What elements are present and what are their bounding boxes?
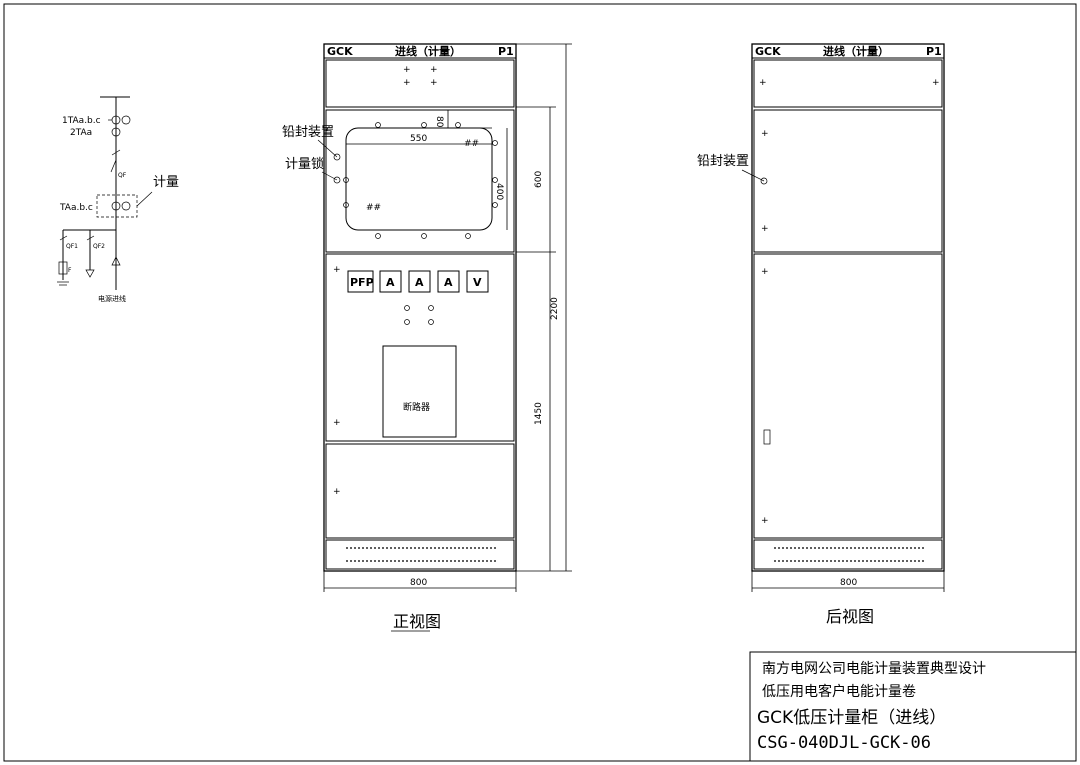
schematic-caption: 电源进线	[98, 294, 126, 303]
front-view-cabinet: GCK 进线（计量） P1 ++ ++ ## ## 550 400 80 铅封装…	[282, 43, 572, 632]
ct2-label: 2TAa	[70, 128, 92, 138]
front-seal-label: 铅封装置	[282, 125, 334, 140]
title-line3: GCK低压计量柜（进线）	[757, 708, 946, 728]
svg-text:+: +	[403, 78, 411, 88]
window-width-dim: 550	[410, 134, 427, 144]
rear-header-center: 进线（计量）	[823, 44, 889, 58]
front-meter-lock-label: 计量锁	[285, 156, 324, 172]
drawing-border	[3, 3, 1077, 762]
lower-height-dim: 1450	[534, 402, 544, 425]
svg-text:+: +	[761, 267, 769, 277]
meter-a-1: A	[386, 276, 395, 289]
front-width-dim: 800	[410, 578, 427, 588]
svg-text:+: +	[333, 487, 341, 497]
svg-text:+: +	[430, 65, 438, 75]
rear-view-caption: 后视图	[826, 607, 874, 626]
rear-view-cabinet: GCK 进线（计量） P1 + + + + 铅封装置 + + 800 后视图	[697, 43, 945, 626]
meter-pfp: PFP	[350, 276, 374, 289]
rear-width-dim: 800	[840, 578, 857, 588]
ct1-label: 1TAa.b.c	[62, 116, 101, 126]
section-height-dim: 600	[534, 171, 544, 188]
window-offset-dim: 80	[434, 116, 444, 128]
svg-text:+: +	[333, 265, 341, 275]
breaker-box	[382, 345, 457, 438]
svg-text:+: +	[333, 418, 341, 428]
svg-text:+: +	[430, 78, 438, 88]
meter-row: PFP A A A V	[347, 270, 489, 293]
rear-header-left: GCK	[755, 45, 781, 58]
svg-text:##: ##	[366, 203, 381, 213]
qf1-label: QF1	[66, 243, 78, 250]
rear-seal-label: 铅封装置	[697, 154, 749, 169]
svg-text:+: +	[761, 129, 769, 139]
qf2-label: QF2	[93, 243, 105, 250]
ta-label: TAa.b.c	[59, 203, 93, 213]
title-line1: 南方电网公司电能计量装置典型设计	[762, 661, 986, 677]
title-line2: 低压用电客户电能计量卷	[762, 683, 916, 700]
meter-a-2: A	[415, 276, 424, 289]
svg-text:+: +	[759, 78, 767, 88]
breaker-label: 断路器	[403, 401, 430, 413]
window-height-dim: 400	[494, 183, 504, 200]
svg-text:+: +	[403, 65, 411, 75]
front-view-caption: 正视图	[393, 612, 441, 631]
single-line-schematic: 1TAa.b.c 2TAa QF 计量 TAa.b.c QF1 QF2 F 电源…	[57, 96, 179, 303]
metering-label: 计量	[153, 175, 179, 190]
qf-label: QF	[118, 172, 127, 179]
title-block: 南方电网公司电能计量装置典型设计 低压用电客户电能计量卷 GCK低压计量柜（进线…	[749, 651, 1077, 762]
front-header-left: GCK	[327, 45, 353, 58]
svg-text:+: +	[761, 516, 769, 526]
total-height-dim: 2200	[550, 297, 560, 320]
rear-header-right: P1	[926, 45, 942, 58]
svg-text:+: +	[932, 78, 940, 88]
front-header-right: P1	[498, 45, 514, 58]
meter-a-3: A	[444, 276, 453, 289]
meter-v: V	[473, 276, 482, 289]
front-header-center: 进线（计量）	[395, 44, 461, 58]
f-label: F	[68, 267, 72, 274]
svg-text:+: +	[761, 224, 769, 234]
title-line4: CSG-040DJL-GCK-06	[757, 733, 931, 753]
